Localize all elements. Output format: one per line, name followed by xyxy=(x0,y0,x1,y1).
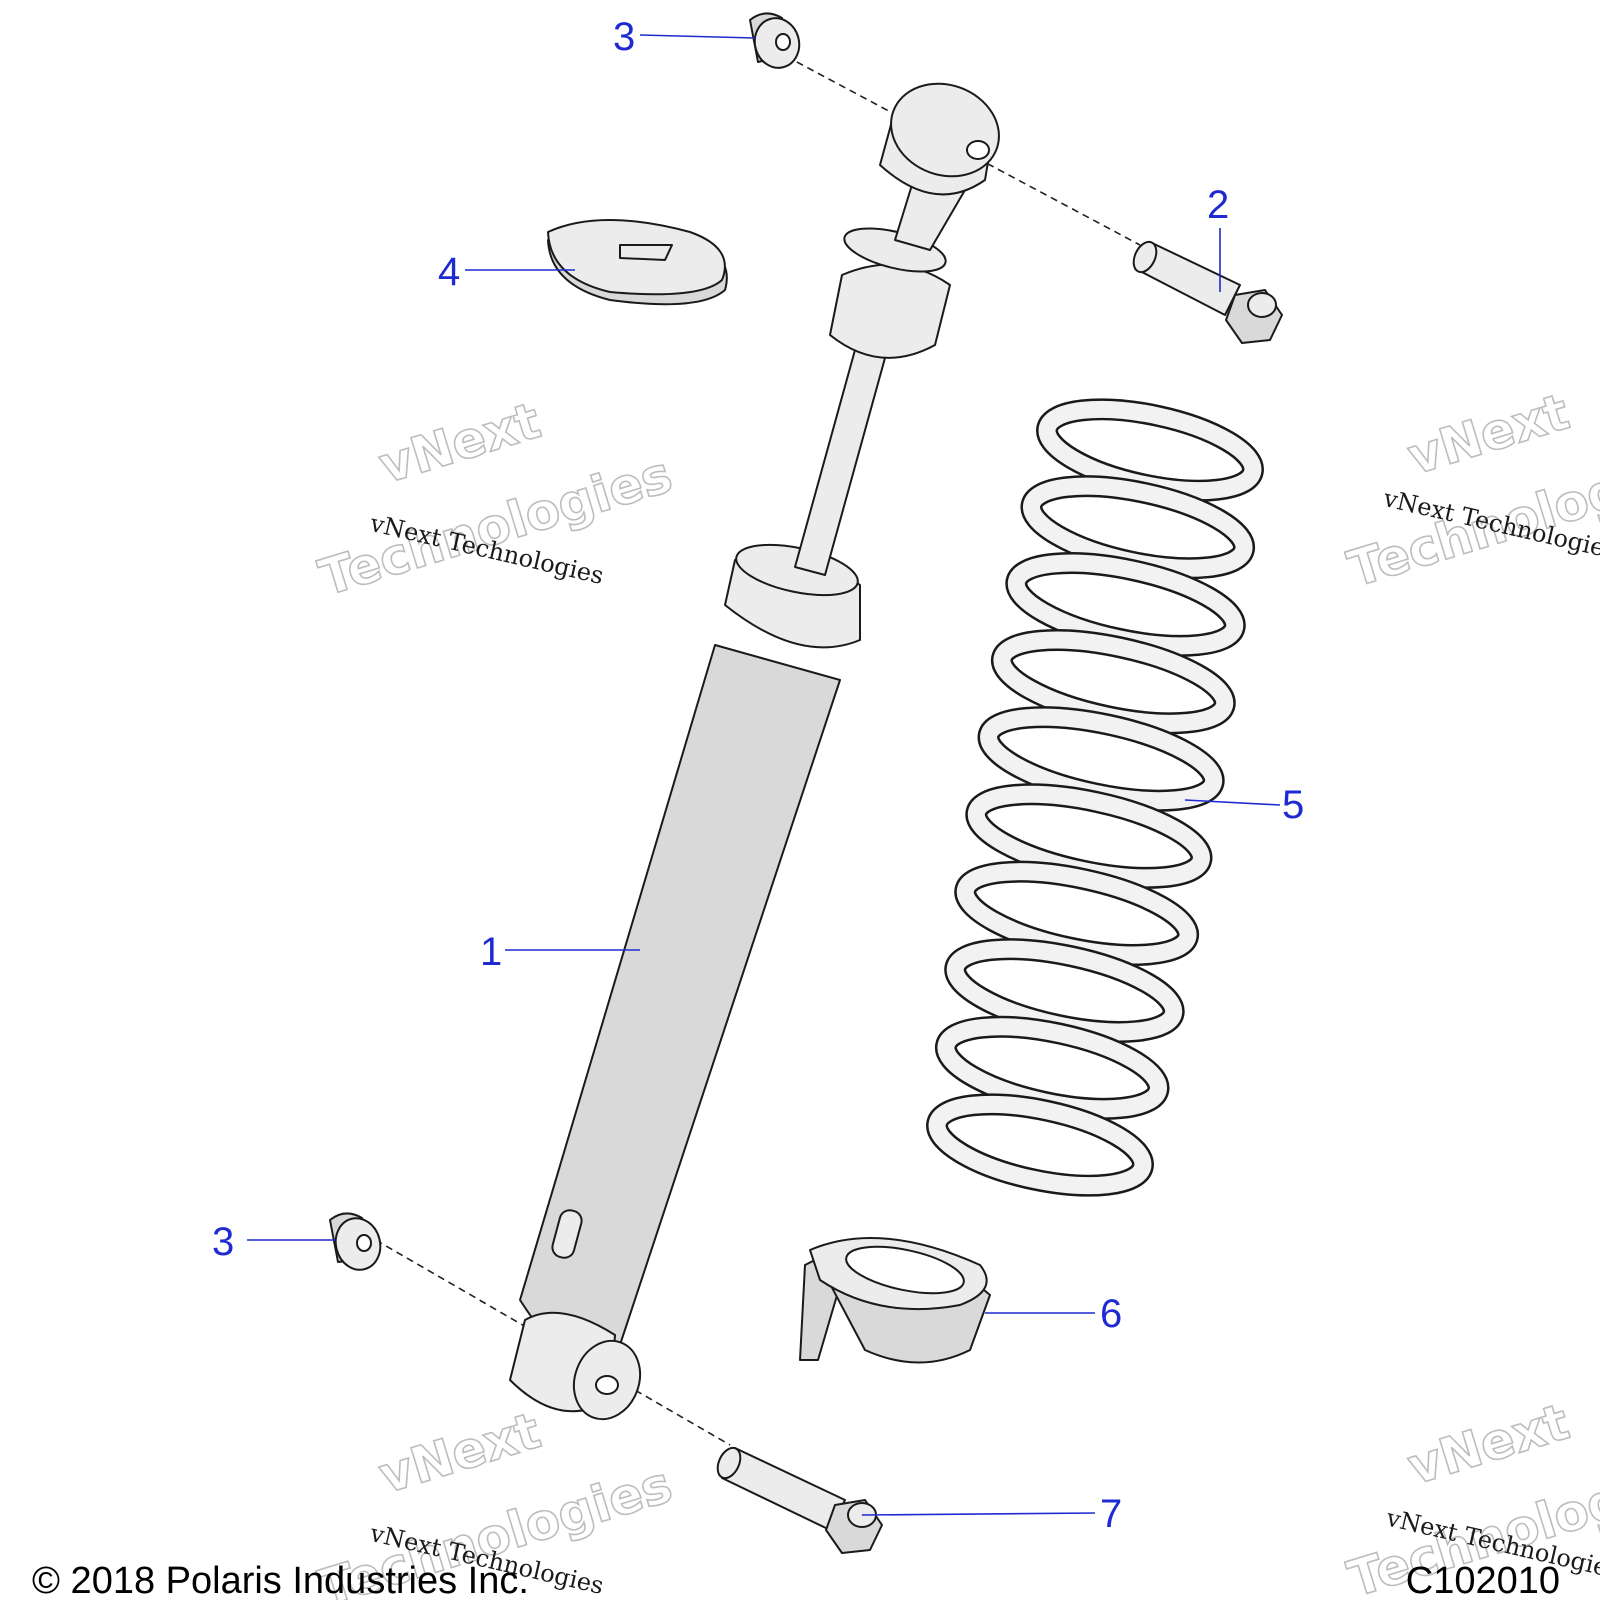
leader-3a xyxy=(639,34,756,39)
spring-coil-turn-face xyxy=(928,1095,1152,1195)
svg-text:Technologies: Technologies xyxy=(313,445,679,607)
callout-6: 6 xyxy=(1100,1292,1122,1336)
svg-text:vNext: vNext xyxy=(1401,383,1575,487)
callout-5: 5 xyxy=(1282,783,1304,827)
svg-text:vNext: vNext xyxy=(373,1401,547,1505)
spring-retainer-clip xyxy=(547,219,728,306)
svg-text:vNext: vNext xyxy=(373,391,547,495)
axis-top xyxy=(764,44,1141,246)
leader-5 xyxy=(1184,799,1281,806)
upper-bolt xyxy=(1132,240,1283,344)
leader-7 xyxy=(861,1512,1096,1516)
bushing-top xyxy=(749,12,801,69)
callout-4: 4 xyxy=(438,250,460,294)
svg-text:vNext: vNext xyxy=(1401,1393,1575,1497)
lower-spring-seat xyxy=(799,1237,991,1364)
figure-id: C102010 xyxy=(1405,1560,1560,1602)
lower-bolt xyxy=(716,1446,883,1554)
callout-2: 2 xyxy=(1207,183,1229,227)
callout-3-top: 3 xyxy=(613,15,635,59)
callout-7: 7 xyxy=(1100,1492,1122,1536)
copyright-notice: © 2018 Polaris Industries Inc. xyxy=(32,1560,529,1602)
shock-absorber xyxy=(509,82,1000,1421)
bushing-bottom xyxy=(329,1212,382,1271)
callout-1: 1 xyxy=(480,930,502,974)
watermark-top-right: vNext Technologies vNext Technologies xyxy=(1341,382,1600,600)
coil-spring xyxy=(926,398,1264,1197)
callout-3-bottom: 3 xyxy=(212,1220,234,1264)
watermark-top-left: vNext Technologies vNext Technologies xyxy=(312,391,679,609)
